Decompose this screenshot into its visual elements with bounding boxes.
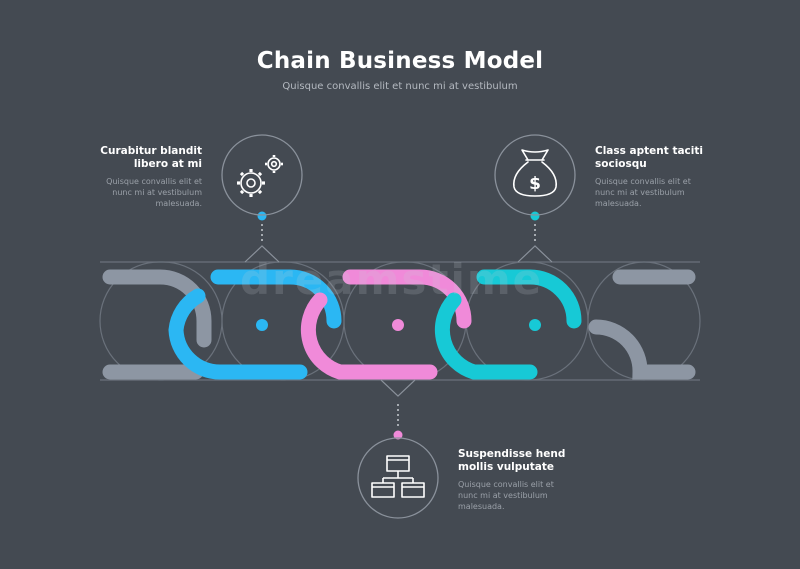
info-description-line: nunc mi at vestibulum xyxy=(112,188,202,197)
info-description-line: Quisque convallis elit et xyxy=(595,177,691,186)
page-subtitle: Quisque convallis elit et nunc mi at ves… xyxy=(282,81,518,92)
info-heading: Suspendisse hend mollis vulputate xyxy=(458,448,588,474)
info-heading-line: libero at mi xyxy=(133,158,202,170)
info-description-line: nunc mi at vestibulum xyxy=(595,188,685,197)
teal-link-bottom xyxy=(434,292,538,380)
info-block-top-right: Class aptent taciti sociosqu Quisque con… xyxy=(595,145,725,209)
gray-link-left-top xyxy=(102,269,212,348)
blue-center-dot xyxy=(256,319,268,331)
blue-link-bottom xyxy=(168,288,308,380)
info-description-line: Quisque convallis elit et xyxy=(106,177,202,186)
info-block-top-left: Curabitur blandit libero at mi Quisque c… xyxy=(72,145,202,209)
gray-link-right-bottom xyxy=(588,319,696,380)
watermark-text: dreamstime xyxy=(240,255,544,304)
gears-icon xyxy=(237,155,283,197)
pink-link-top xyxy=(342,269,472,329)
info-heading-line: Curabitur blandit xyxy=(100,145,202,157)
connector-bottom xyxy=(380,379,416,440)
info-description-line: malesuada. xyxy=(595,199,642,208)
connector-top-left xyxy=(244,211,280,263)
info-description-line: nunc mi at vestibulum xyxy=(458,491,548,500)
info-description: Quisque convallis elit et nunc mi at ves… xyxy=(72,176,202,209)
info-heading: Curabitur blandit libero at mi xyxy=(72,145,202,171)
info-heading-line: mollis vulputate xyxy=(458,461,555,473)
teal-link-top xyxy=(476,269,582,329)
money-bag-icon: $ xyxy=(512,149,558,197)
chain-outlines xyxy=(99,261,701,381)
page-title: Chain Business Model xyxy=(256,48,544,74)
gray-links xyxy=(102,269,696,380)
info-heading-line: sociosqu xyxy=(595,158,647,170)
info-heading: Class aptent taciti sociosqu xyxy=(595,145,725,171)
icon-circle-top-left xyxy=(221,134,303,216)
info-description-line: malesuada. xyxy=(155,199,202,208)
info-description-line: Quisque convallis elit et xyxy=(458,480,554,489)
icon-circle-bottom xyxy=(357,437,439,519)
pink-link-bottom xyxy=(300,292,438,380)
hierarchy-icon xyxy=(371,455,425,498)
blue-link-top xyxy=(210,269,342,329)
pink-center-dot xyxy=(392,319,404,331)
info-heading-line: Class aptent taciti xyxy=(595,145,703,157)
icon-circle-top-right xyxy=(494,134,576,216)
info-heading-line: Suspendisse hend xyxy=(458,448,566,460)
connector-top-right xyxy=(517,211,553,263)
teal-center-dot xyxy=(529,319,541,331)
colored-links xyxy=(168,269,582,380)
svg-text:$: $ xyxy=(529,174,541,194)
info-description: Quisque convallis elit et nunc mi at ves… xyxy=(458,479,588,512)
info-description-line: malesuada. xyxy=(458,502,505,511)
info-description: Quisque convallis elit et nunc mi at ves… xyxy=(595,176,725,209)
info-block-bottom: Suspendisse hend mollis vulputate Quisqu… xyxy=(458,448,588,512)
